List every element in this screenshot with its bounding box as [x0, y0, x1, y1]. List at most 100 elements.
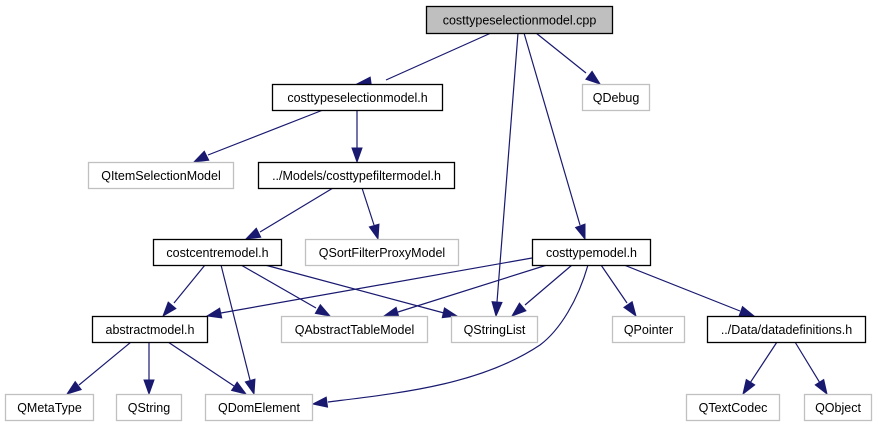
edge-costtypemodel-h-to-abstractmodel-h: [205, 257, 533, 319]
edge-costtypeselectionmodel-h-to-qitemselectionmodel: [192, 109, 324, 163]
edge-line: [535, 32, 587, 74]
node-box: [280, 315, 429, 344]
node-costtypefiltermodel-h[interactable]: ../Models/costtypefiltermodel.h: [257, 161, 456, 190]
arrowhead-icon: [244, 378, 256, 396]
arrowhead-icon: [314, 303, 332, 317]
arrowhead-icon: [491, 301, 503, 318]
edge-costcentremodel-h-to-qdomelement: [220, 264, 256, 396]
node-qobject: QObject: [803, 393, 873, 422]
edge-line: [173, 264, 206, 304]
edge-line: [78, 341, 132, 386]
node-label: costtypeselectionmodel.cpp: [443, 14, 597, 28]
node-label: QAbstractTableModel: [295, 323, 415, 337]
node-abstractmodel-h[interactable]: abstractmodel.h: [91, 315, 209, 344]
edge-costtypeselectionmodel-cpp-to-qstringlist: [491, 32, 519, 318]
arrowhead-icon: [192, 150, 210, 163]
edge-costtypeselectionmodel-h-to-costtypefiltermodel-h: [351, 110, 363, 164]
arrowhead-icon: [244, 227, 262, 240]
node-box: [685, 393, 781, 422]
node-label: costcentremodel.h: [166, 246, 268, 260]
arrowhead-icon: [738, 305, 756, 317]
arrowhead-icon: [814, 378, 828, 396]
edge-costcentremodel-h-to-qstringlist: [264, 264, 459, 319]
edge-datadefinitions-h-to-qobject: [794, 341, 828, 396]
node-qdebug: QDebug: [581, 83, 651, 112]
arrowhead-icon: [585, 70, 602, 85]
arrowhead-icon: [382, 306, 400, 318]
arrowhead-icon: [441, 307, 459, 319]
node-costtypeselectionmodel-cpp[interactable]: costtypeselectionmodel.cpp: [425, 5, 614, 35]
edge-datadefinitions-h-to-qtextcodec: [742, 341, 778, 396]
node-qsortfilterproxymodel: QSortFilterProxyModel: [304, 238, 460, 267]
edge-line: [397, 264, 548, 313]
node-label: QDomElement: [218, 401, 300, 415]
edge-costtypemodel-h-to-datadefinitions-h: [623, 264, 756, 317]
nodes-layer: costtypeselectionmodel.cpp costtypeselect…: [4, 5, 873, 422]
edge-costcentremodel-h-to-qabstracttablemodel: [240, 264, 332, 317]
edges-layer: [65, 32, 828, 408]
node-qstring: QString: [115, 393, 183, 422]
node-box: [611, 315, 686, 344]
edge-abstractmodel-h-to-qdomelement: [167, 341, 248, 395]
arrowhead-icon: [574, 223, 586, 241]
node-qtextcodec: QTextCodec: [685, 393, 781, 422]
node-label: QSortFilterProxyModel: [319, 246, 445, 260]
node-costcentremodel-h[interactable]: costcentremodel.h: [152, 238, 283, 267]
node-label: ../Models/costtypefiltermodel.h: [272, 169, 441, 183]
node-label: costtypemodel.h: [546, 246, 637, 260]
node-label: QPointer: [624, 323, 673, 337]
edge-costtypefiltermodel-h-to-costcentremodel-h: [244, 187, 334, 240]
arrowhead-icon: [351, 147, 363, 164]
arrowhead-icon: [143, 379, 155, 396]
edge-costtypemodel-h-to-qpointer: [600, 264, 637, 318]
edge-costtypeselectionmodel-cpp-to-costtypemodel-h: [523, 32, 586, 241]
arrowhead-icon: [230, 381, 248, 395]
node-box: [115, 393, 183, 422]
node-costtypemodel-h[interactable]: costtypemodel.h: [531, 238, 652, 267]
arrowhead-icon: [623, 300, 637, 318]
edge-line: [523, 32, 581, 226]
node-costtypeselectionmodel-h[interactable]: costtypeselectionmodel.h: [271, 83, 444, 112]
edge-line: [361, 187, 375, 226]
edge-costcentremodel-h-to-abstractmodel-h: [162, 264, 206, 318]
node-label: QDebug: [593, 91, 640, 105]
edge-line: [749, 341, 778, 384]
edge-line: [207, 109, 324, 156]
edge-line: [327, 264, 589, 403]
node-label: QItemSelectionModel: [101, 169, 221, 183]
edge-line: [794, 341, 821, 384]
node-box: [706, 315, 867, 344]
edge-costtypeselectionmodel-cpp-to-qdebug: [535, 32, 602, 85]
node-box: [581, 83, 651, 112]
node-qmetatype: QMetaType: [4, 393, 95, 422]
node-label: ../Data/datadefinitions.h: [721, 323, 852, 337]
node-qabstracttablemodel: QAbstractTableModel: [280, 315, 429, 344]
node-box: [4, 393, 95, 422]
edge-line: [220, 264, 251, 381]
node-qpointer: QPointer: [611, 315, 686, 344]
node-box: [425, 5, 614, 35]
node-label: QMetaType: [17, 401, 82, 415]
edge-line: [524, 264, 573, 306]
edge-line: [220, 257, 533, 314]
node-label: QStringList: [464, 323, 526, 337]
arrowhead-icon: [162, 301, 177, 318]
node-qstringlist: QStringList: [450, 315, 539, 344]
arrowhead-icon: [742, 378, 756, 396]
edge-abstractmodel-h-to-qmetatype: [65, 341, 132, 395]
edge-line: [385, 32, 492, 81]
arrowhead-icon: [510, 302, 527, 317]
edge-line: [496, 32, 519, 303]
edge-line: [259, 187, 334, 233]
node-qitemselectionmodel: QItemSelectionModel: [87, 161, 235, 190]
edge-costtypemodel-h-to-qdomelement: [311, 264, 589, 408]
arrowhead-icon: [65, 380, 83, 395]
node-box: [257, 161, 456, 190]
edge-line: [167, 341, 235, 387]
node-datadefinitions-h[interactable]: ../Data/datadefinitions.h: [706, 315, 867, 344]
node-box: [531, 238, 652, 267]
edge-line: [240, 264, 317, 309]
node-box: [271, 83, 444, 112]
node-qdomelement: QDomElement: [204, 393, 314, 422]
